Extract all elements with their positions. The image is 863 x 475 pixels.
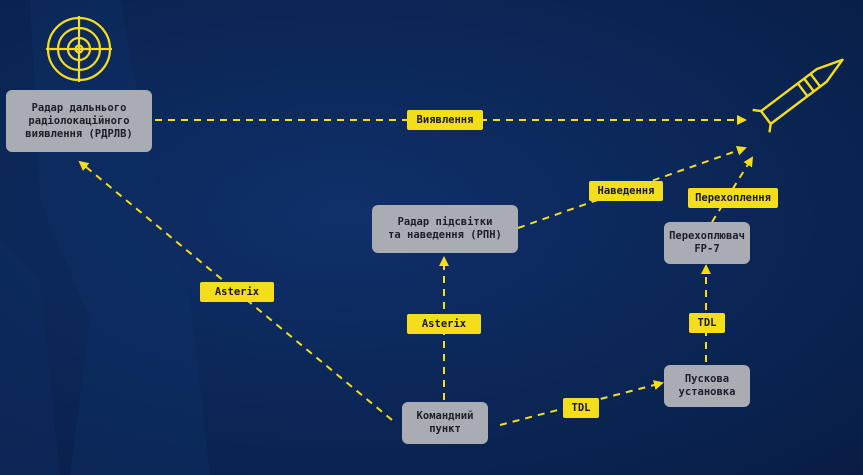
node-rdrlv-line2: радіолокаційного (28, 114, 130, 127)
label-tdl-bottom: TDL (563, 398, 599, 418)
node-rdrlv-line1: Радар дальнього (31, 101, 127, 114)
label-tdl-right: TDL (689, 313, 725, 333)
node-launcher-line2: установка (678, 386, 736, 398)
missile-icon (752, 58, 844, 133)
node-rpn: Радар підсвітки та наведення (РПН) (372, 205, 518, 253)
node-command-line1: Командний (416, 410, 474, 422)
node-interceptor-line1: Перехоплювач (669, 230, 745, 242)
arrow-command-to-rdrlv (78, 160, 393, 421)
node-interceptor: Перехоплювач FP-7 (664, 222, 750, 264)
node-rdrlv-line3: виявлення (РДРЛВ) (25, 127, 133, 140)
label-detection: Виявлення (407, 110, 483, 130)
node-rpn-line2: та наведення (РПН) (388, 229, 502, 241)
node-command-line2: пункт (429, 423, 461, 435)
label-guidance: Наведення (589, 181, 663, 201)
node-command: Командний пункт (402, 402, 488, 444)
node-interceptor-line2: FP-7 (694, 243, 720, 255)
node-rdrlv: Радар дальнього радіолокаційного виявлен… (6, 90, 152, 152)
radar-scope-icon (46, 16, 112, 82)
label-interception: Перехоплення (688, 188, 778, 208)
node-launcher-line1: Пускова (684, 373, 730, 385)
node-rpn-line1: Радар підсвітки (397, 216, 493, 228)
label-asterix-left: Asterix (200, 282, 274, 302)
node-launcher: Пускова установка (664, 365, 750, 407)
label-asterix-center: Asterix (407, 314, 481, 334)
